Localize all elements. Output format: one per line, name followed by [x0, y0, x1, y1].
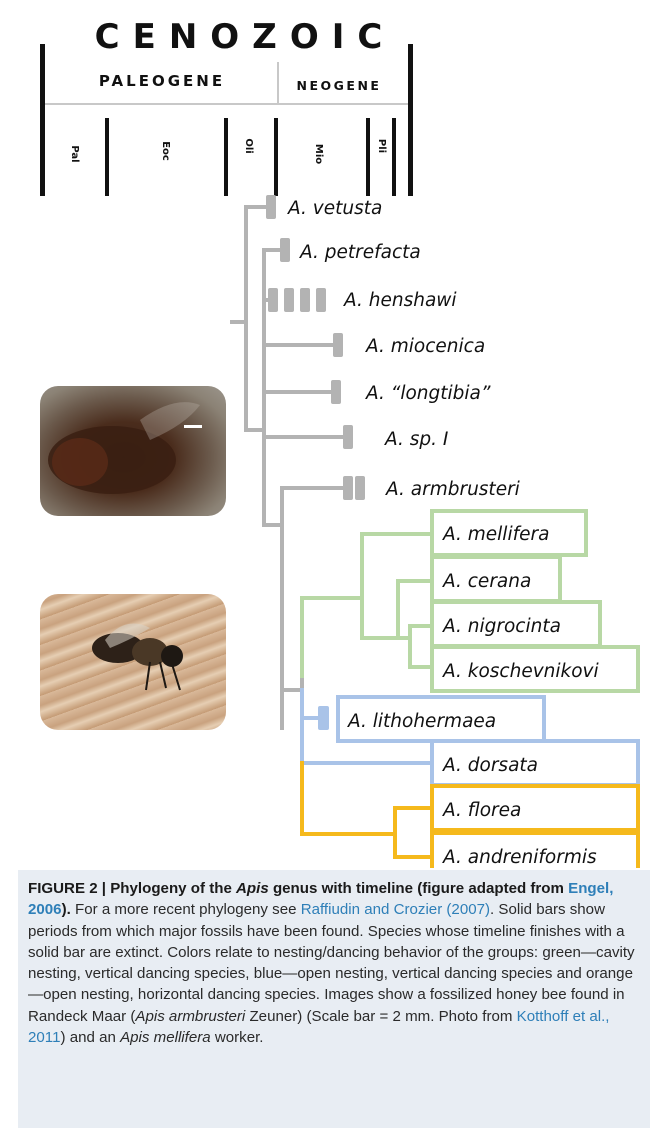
species-label-10: A. nigrocinta: [442, 616, 561, 637]
era-bracket-left: [40, 44, 45, 196]
era-bracket-right: [408, 44, 413, 196]
epoch-eoc: Eoc: [160, 141, 171, 161]
period-neogene: NEOGENE: [297, 78, 382, 93]
period-paleogene: PALEOGENE: [99, 72, 225, 90]
fossil-bar-petrefacta: [280, 238, 290, 262]
caption-title-b: genus with timeline (figure adapted from: [269, 880, 568, 897]
caption-title-italic: Apis: [236, 880, 269, 897]
fossil-bar-armbrusteri-1: [343, 476, 353, 500]
fossil-bar-lithohermaea: [318, 706, 329, 730]
epoch-pal: Pal: [69, 145, 80, 162]
timeline-header: CENOZOIC PALEOGENE NEOGENE Pal Eoc Oli M…: [40, 17, 413, 196]
caption-s1-b: . Solid bars show periods from which maj…: [28, 901, 635, 1024]
caption-s1-italic: Apis armbrusteri: [135, 1008, 245, 1025]
honeybee-photo: [40, 594, 226, 730]
species-labels: A. vetusta A. petrefacta A. henshawi A. mio…: [287, 198, 600, 868]
fossil-bar-henshawi-3: [300, 288, 310, 312]
caption-s1-e: worker.: [211, 1029, 264, 1046]
caption-label: FIGURE 2 |: [28, 880, 110, 897]
caption-ref-raffiudin[interactable]: Raffiudin and Crozier (2007): [301, 901, 490, 918]
caption-title-a: Phylogeny of the: [110, 880, 236, 897]
epoch-bar-mio-pli: [366, 118, 370, 196]
epoch-mio: Mio: [313, 144, 324, 164]
fossil-bar-miocenica: [333, 333, 343, 357]
species-label-2: A. petrefacta: [299, 242, 421, 263]
epoch-bar-pal-eoc: [105, 118, 109, 196]
fossil-bar-vetusta: [266, 195, 276, 219]
caption-s1-a: For a more recent phylogeny see: [71, 901, 301, 918]
species-label-11: A. koschevnikovi: [442, 661, 600, 682]
epoch-bar-end: [392, 118, 396, 196]
species-label-8: A. mellifera: [442, 524, 549, 545]
caption-s1-c: Zeuner) (Scale bar = 2 mm. Photo from: [245, 1008, 516, 1025]
era-label: CENOZOIC: [95, 17, 396, 57]
species-label-13: A. dorsata: [442, 755, 538, 776]
fossil-bar-sp-i: [343, 425, 353, 449]
species-label-7: A. armbrusteri: [385, 479, 521, 500]
species-label-4: A. miocenica: [365, 336, 485, 357]
scale-bar: [184, 425, 202, 428]
species-label-9: A. cerana: [442, 571, 531, 592]
species-label-5: A. “longtibia”: [365, 383, 491, 404]
figure-caption: FIGURE 2 | Phylogeny of the Apis genus w…: [18, 870, 650, 1128]
epoch-oli: Oli: [243, 138, 254, 153]
species-label-15: A. andreniformis: [442, 847, 597, 868]
caption-s1-italic2: Apis mellifera: [120, 1029, 211, 1046]
epoch-pli: Pli: [376, 139, 387, 153]
fossil-bar-henshawi-4: [316, 288, 326, 312]
caption-title-c: ).: [62, 901, 71, 918]
caption-s1-d: ) and an: [60, 1029, 120, 1046]
fossil-bar-henshawi-2: [284, 288, 294, 312]
epoch-bar-oli-mio: [274, 118, 278, 196]
species-label-3: A. henshawi: [343, 290, 457, 311]
species-label-1: A. vetusta: [287, 198, 382, 219]
epoch-bar-eoc-oli: [224, 118, 228, 196]
species-label-12: A. lithohermaea: [347, 711, 496, 732]
fossil-bar-longtibia: [331, 380, 341, 404]
fossil-bar-armbrusteri-2: [355, 476, 365, 500]
phylogeny-figure: CENOZOIC PALEOGENE NEOGENE Pal Eoc Oli M…: [0, 0, 668, 868]
species-label-6: A. sp. I: [384, 429, 448, 450]
species-label-14: A. florea: [442, 800, 521, 821]
fossil-bar-henshawi-1: [268, 288, 278, 312]
